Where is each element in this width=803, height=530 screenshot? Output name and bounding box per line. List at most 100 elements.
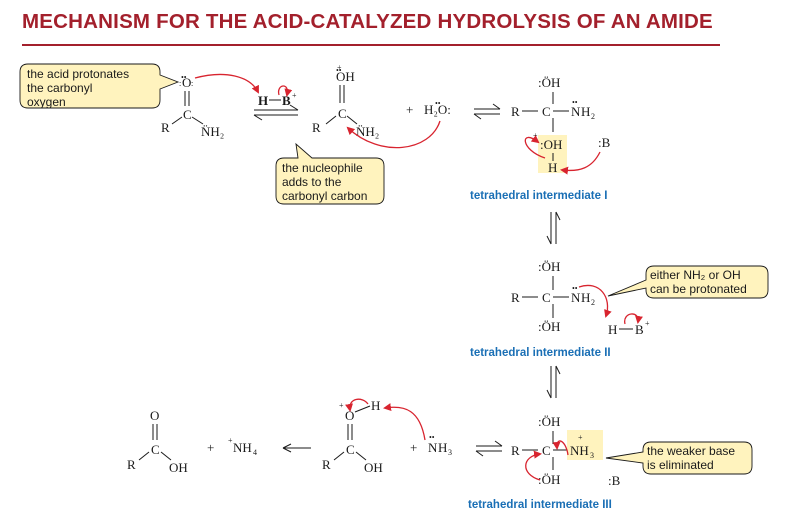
amide-nh2: N̈H₂ [201, 124, 224, 139]
svg-text:N: N [571, 290, 581, 305]
amide-o: O [182, 75, 191, 90]
plus-water: + [406, 102, 413, 117]
svg-text:H: H [581, 290, 590, 305]
equilibrium-arrow-3 [475, 440, 503, 457]
water: H₂O: [424, 102, 451, 117]
callout-protonate-line3: oxygen [27, 95, 66, 109]
svg-text:••: •• [336, 66, 342, 75]
equilibrium-arrow-vertical-1 [546, 211, 561, 245]
svg-text:B: B [282, 93, 291, 108]
svg-text:R: R [511, 104, 520, 119]
svg-text::ÖH: :ÖH [538, 414, 560, 429]
equilibrium-arrow-vertical-2 [546, 365, 561, 399]
svg-text:H: H [548, 160, 557, 175]
tetrahedral-intermediate-3: :ÖH R C + NH 3 :ÖH :B [511, 414, 621, 488]
callout-either-line1: either NH₂ or OH [650, 268, 741, 282]
svg-text:C: C [346, 442, 355, 457]
svg-text:C: C [151, 442, 160, 457]
svg-text:H: H [581, 104, 590, 119]
arrow-nucleophilic-attack [346, 120, 441, 149]
svg-text:+: + [410, 440, 417, 455]
title-divider [22, 44, 720, 46]
svg-text:+: + [578, 433, 583, 442]
svg-text:H: H [258, 93, 268, 108]
svg-text::ÖH: :ÖH [538, 75, 560, 90]
protonated-c: C [338, 106, 347, 121]
callout-nucleophile-line1: the nucleophile [282, 161, 363, 175]
svg-text:NH: NH [570, 443, 589, 458]
svg-text:C: C [542, 443, 551, 458]
svg-text:NH: NH [233, 440, 252, 455]
caption-ti3: tetrahedral intermediate III [468, 499, 612, 511]
equilibrium-arrow-1 [253, 104, 299, 121]
protonated-oh: OH [336, 69, 355, 84]
svg-text::B: :B [598, 135, 611, 150]
svg-text:R: R [322, 457, 331, 472]
svg-text:O: O [345, 408, 354, 423]
svg-text:2: 2 [591, 298, 595, 307]
forward-arrow-final [282, 443, 311, 453]
callout-nucleophile-line2: adds to the [282, 175, 342, 189]
svg-text::ÖH: :ÖH [538, 472, 560, 487]
svg-text:C: C [542, 290, 551, 305]
svg-text:R: R [127, 457, 136, 472]
svg-text:••: •• [181, 73, 187, 82]
svg-text:R: R [511, 443, 520, 458]
svg-text:N: N [571, 104, 581, 119]
svg-text::ÖH: :ÖH [538, 319, 560, 334]
svg-text:H: H [371, 398, 380, 413]
svg-text:+: + [339, 401, 344, 410]
svg-text:••: •• [429, 433, 435, 442]
svg-text:3: 3 [448, 448, 452, 457]
svg-text::: : [179, 79, 181, 88]
amide-c: C [183, 107, 192, 122]
protonated-amide: + OH •• C R N̈H₂ [312, 63, 379, 139]
svg-text:••: •• [435, 99, 441, 108]
svg-text:R: R [511, 290, 520, 305]
protonated-carboxylic-acid: + O H C R OH [322, 398, 426, 475]
svg-text::B: :B [608, 473, 621, 488]
callout-either: either NH₂ or OH can be protonated [607, 265, 769, 299]
callout-nucleophile-line3: carbonyl carbon [282, 189, 367, 203]
svg-text:+: + [337, 63, 342, 72]
svg-text::ÖH: :ÖH [538, 259, 560, 274]
amide-r: R [161, 120, 170, 135]
svg-text:C: C [542, 104, 551, 119]
callout-weaker-line2: is eliminated [647, 458, 714, 472]
page-title: MECHANISM FOR THE ACID-CATALYZED HYDROLY… [22, 10, 713, 33]
svg-text:+: + [207, 440, 214, 455]
callout-either-line2: can be protonated [650, 282, 747, 296]
acid-catalyst: H B + [258, 85, 297, 108]
callout-protonate-line1: the acid protonates [27, 67, 129, 81]
svg-text:+: + [228, 436, 233, 445]
svg-text::: : [191, 79, 193, 88]
svg-text:N: N [428, 440, 438, 455]
svg-text:+: + [292, 91, 297, 100]
protonated-r: R [312, 120, 321, 135]
callout-weaker-line1: the weaker base [647, 444, 735, 458]
svg-text:B: B [635, 322, 644, 337]
svg-text:OH: OH [364, 460, 383, 475]
tetrahedral-intermediate-2: :ÖH R C N •• H 2 :ÖH H B + [511, 259, 650, 337]
svg-text:OH: OH [169, 460, 188, 475]
svg-text:2: 2 [591, 112, 595, 121]
svg-text:4: 4 [253, 448, 257, 457]
svg-text:+: + [645, 319, 650, 328]
svg-text:••: •• [572, 284, 578, 293]
callout-nucleophile: the nucleophile adds to the carbonyl car… [275, 142, 385, 205]
callout-protonate-line2: the carbonyl [27, 81, 92, 95]
arrow-protonation [194, 73, 259, 94]
svg-text:H: H [608, 322, 617, 337]
caption-ti2: tetrahedral intermediate II [470, 347, 611, 359]
caption-ti1: tetrahedral intermediate I [470, 190, 607, 202]
svg-text:••: •• [572, 98, 578, 107]
svg-text:H: H [438, 440, 447, 455]
equilibrium-arrow-2 [473, 103, 501, 120]
svg-text:3: 3 [590, 451, 594, 460]
svg-text:O: O [150, 408, 159, 423]
tetrahedral-intermediate-1: :ÖH R C N •• H 2 + :OH H :B [511, 75, 611, 175]
protonated-nh2: N̈H₂ [356, 124, 379, 139]
svg-text::OH: :OH [540, 137, 562, 152]
callout-weaker: the weaker base is eliminated [605, 441, 753, 475]
